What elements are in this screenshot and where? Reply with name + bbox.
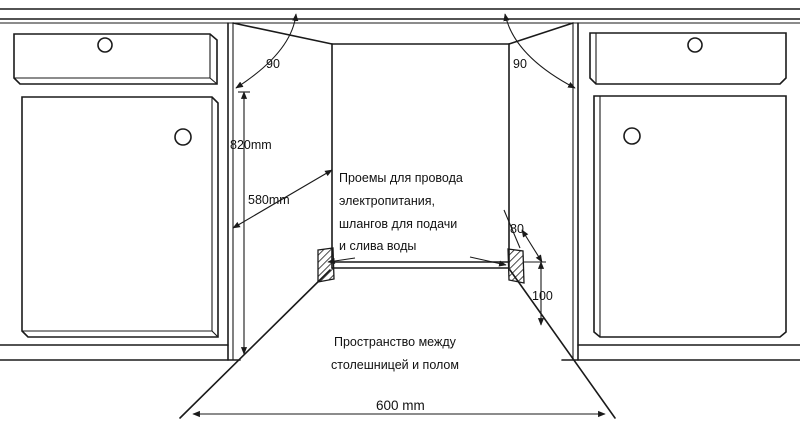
right-door-knob [623, 127, 641, 145]
space-label-line2: столешницей и полом [331, 358, 459, 372]
left-opening-hatch [317, 247, 335, 283]
dim-80-lines [503, 209, 543, 263]
right-door [593, 95, 787, 338]
dim-100-label: 100 [532, 289, 553, 303]
width-label: 600 mm [376, 398, 425, 413]
right-drawer [589, 32, 787, 85]
left-drawer-knob [97, 37, 113, 53]
right-drawer-knob [687, 37, 703, 53]
left-drawer [13, 33, 218, 85]
space-label-line1: Пространство между [334, 335, 457, 349]
angle-arc-right [503, 13, 576, 89]
right-opening-hatch [507, 248, 525, 284]
left-door [21, 96, 219, 338]
depth-label: 580mm [248, 193, 290, 207]
openings-label-line2: электропитания, [339, 194, 435, 208]
openings-label-line4: и слива воды [339, 239, 416, 253]
height-label: 820mm [230, 138, 272, 152]
countertop [0, 8, 800, 24]
angle-label-right: 90 [513, 57, 527, 71]
openings-label-line3: шлангов для подачи [339, 217, 457, 231]
opening-leader-right [469, 256, 507, 267]
openings-label-line1: Проемы для провода [339, 171, 463, 185]
left-door-knob [174, 128, 192, 146]
depth-dimension-line [232, 169, 333, 229]
floor [179, 269, 616, 419]
angle-label-left: 90 [266, 57, 280, 71]
angle-arc-left [235, 13, 299, 89]
dim-100-lines [524, 261, 546, 326]
opening-leader-left [327, 257, 356, 265]
dim-80-label: 80 [510, 222, 524, 236]
